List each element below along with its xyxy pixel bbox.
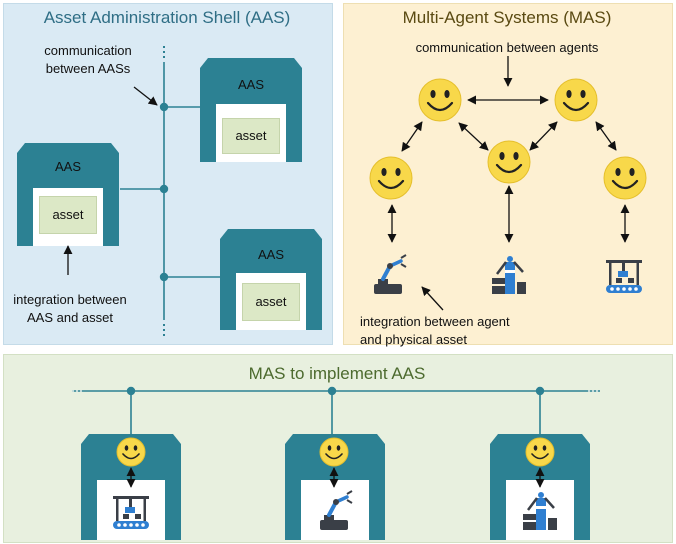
aas-integration-note: integration between AAS and asset [13, 292, 127, 325]
mas-communication-note: communication between agents [415, 40, 599, 55]
robot-arm-icon [372, 253, 408, 296]
aas-shell-3-label: AAS [257, 247, 284, 262]
gantry-crane-icon [606, 260, 642, 293]
smiley-agent-icon [417, 77, 463, 123]
asset-1: asset [222, 118, 280, 154]
mas-panel-title: Multi-Agent Systems (MAS) [402, 8, 612, 27]
mas-integration-note: integration between agent and physical a… [360, 314, 510, 347]
aas-shell-1-label: AAS [237, 77, 264, 92]
smiley-agent-icon [116, 437, 146, 467]
factory-machine-icon [490, 254, 528, 296]
asset-3: asset [242, 283, 300, 321]
asset-2: asset [39, 196, 97, 234]
aas-shell-2-label: AAS [54, 159, 81, 174]
combined-bus [72, 386, 600, 436]
smiley-agent-icon [602, 155, 648, 201]
smiley-agent-icon [525, 437, 555, 467]
aas-bus [120, 46, 222, 338]
smiley-agent-icon [486, 139, 532, 185]
gantry-crane-icon [113, 496, 149, 529]
aas-communication-note: communication between AASs [44, 43, 132, 76]
smiley-agent-icon [368, 155, 414, 201]
smiley-agent-icon [553, 77, 599, 123]
combined-panel-title: MAS to implement AAS [248, 364, 426, 383]
aas-panel-title: Asset Administration Shell (AAS) [43, 8, 291, 27]
smiley-agent-icon [319, 437, 349, 467]
